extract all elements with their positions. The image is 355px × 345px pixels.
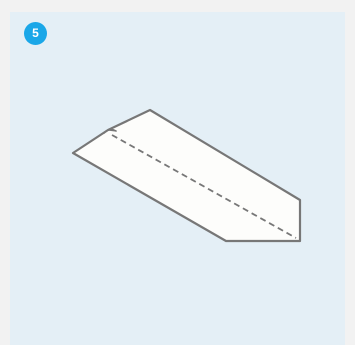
- paper-body: [73, 110, 300, 241]
- step-number-badge: 5: [24, 22, 47, 45]
